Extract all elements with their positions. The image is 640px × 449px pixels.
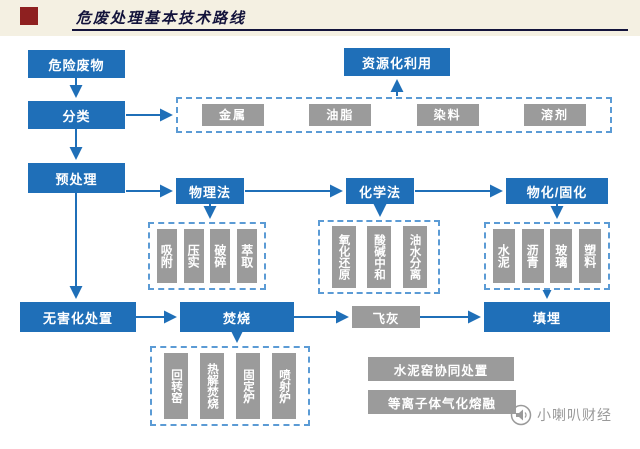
node-solidification: 物化/固化	[506, 178, 608, 204]
node-hazardous-waste: 危险废物	[28, 50, 125, 78]
node-resource-utilization: 资源化利用	[344, 48, 450, 76]
solidify-plastic: 塑料	[579, 229, 602, 283]
physical-adsorption: 吸附	[156, 229, 177, 283]
group-chemical-methods: 氧化还原 酸碱中和 油水分离	[318, 220, 440, 294]
incinerator-rotary-kiln: 回转窑	[164, 353, 188, 419]
solidify-glass: 玻璃	[550, 229, 573, 283]
header: 危废处理基本技术路线	[0, 0, 640, 36]
group-incinerator-types: 回转窑 热解焚烧 固定炉 喷射炉	[150, 346, 310, 426]
node-harmless-disposal: 无害化处置	[20, 302, 136, 332]
group-recyclable-materials: 金属 油脂 染料 溶剂	[176, 97, 612, 133]
node-chemical-method: 化学法	[346, 178, 414, 204]
watermark: 小喇叭财经	[510, 404, 612, 426]
chemical-oil-water-separation: 油水分离	[402, 226, 427, 288]
node-pretreatment: 预处理	[28, 163, 125, 193]
material-dye: 染料	[416, 104, 479, 126]
watermark-text: 小喇叭财经	[537, 407, 612, 423]
incinerator-pyrolysis: 热解焚烧	[200, 353, 224, 419]
node-physical-method: 物理法	[176, 178, 244, 204]
physical-compaction: 压实	[183, 229, 204, 283]
group-solidification-media: 水泥 沥青 玻璃 塑料	[484, 222, 610, 290]
node-landfill: 填埋	[484, 302, 610, 332]
chemical-neutralization: 酸碱中和	[367, 226, 391, 288]
physical-extraction: 萃取	[237, 229, 258, 283]
brand-square-icon	[20, 7, 38, 25]
incinerator-injection-furnace: 喷射炉	[272, 353, 296, 419]
title-underline	[72, 29, 628, 31]
node-fly-ash: 飞灰	[352, 306, 420, 328]
solidify-cement: 水泥	[492, 229, 515, 283]
node-plasma-gasification: 等离子体气化熔融	[368, 390, 516, 414]
node-incineration: 焚烧	[180, 302, 294, 332]
page-title: 危废处理基本技术路线	[76, 10, 247, 27]
node-cement-kiln-disposal: 水泥窑协同处置	[368, 357, 514, 381]
material-oil: 油脂	[309, 104, 372, 126]
physical-crushing: 破碎	[210, 229, 231, 283]
material-metal: 金属	[202, 104, 264, 126]
solidify-asphalt: 沥青	[521, 229, 544, 283]
material-solvent: 溶剂	[523, 104, 586, 126]
incinerator-fixed-furnace: 固定炉	[236, 353, 260, 419]
megaphone-icon	[510, 404, 532, 426]
node-classification: 分类	[28, 101, 125, 129]
chemical-redox: 氧化还原	[331, 226, 356, 288]
group-physical-methods: 吸附 压实 破碎 萃取	[148, 222, 266, 290]
